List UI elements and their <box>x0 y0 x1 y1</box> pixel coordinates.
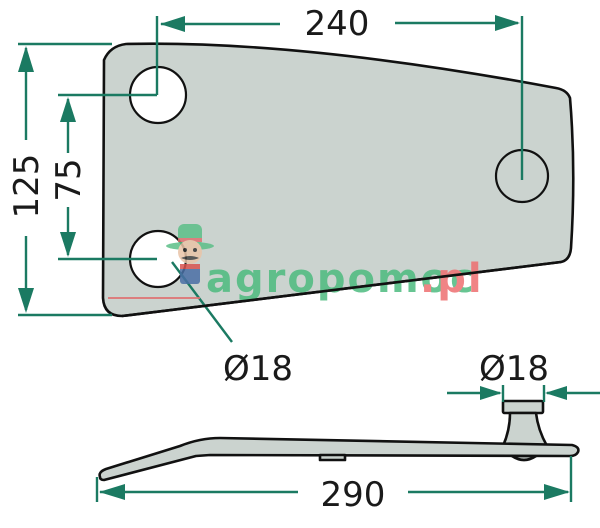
dimension-75: 75 <box>49 93 157 261</box>
blade-rivet <box>318 453 347 462</box>
dim-label-75: 75 <box>49 158 89 201</box>
plate-outline <box>101 42 575 318</box>
dimension-290: 290 <box>95 456 573 515</box>
dimension-125: 125 <box>7 42 112 317</box>
side-view <box>98 399 580 482</box>
dim-label-125: 125 <box>7 154 47 219</box>
dimension-240: 240 <box>155 4 524 180</box>
dim-label-hole-diameter: Ø18 <box>223 349 293 389</box>
bolt-head <box>501 399 545 415</box>
farmer-mascot-icon <box>166 224 214 284</box>
bolt-shank <box>501 411 549 448</box>
dimension-bolt-diameter: Ø18 <box>447 349 600 402</box>
dim-label-290: 290 <box>321 475 386 515</box>
dim-label-bolt-diameter: Ø18 <box>479 349 549 389</box>
dim-label-240: 240 <box>305 4 370 44</box>
blade-side <box>98 436 580 482</box>
plate-bottom-edge <box>121 260 562 318</box>
